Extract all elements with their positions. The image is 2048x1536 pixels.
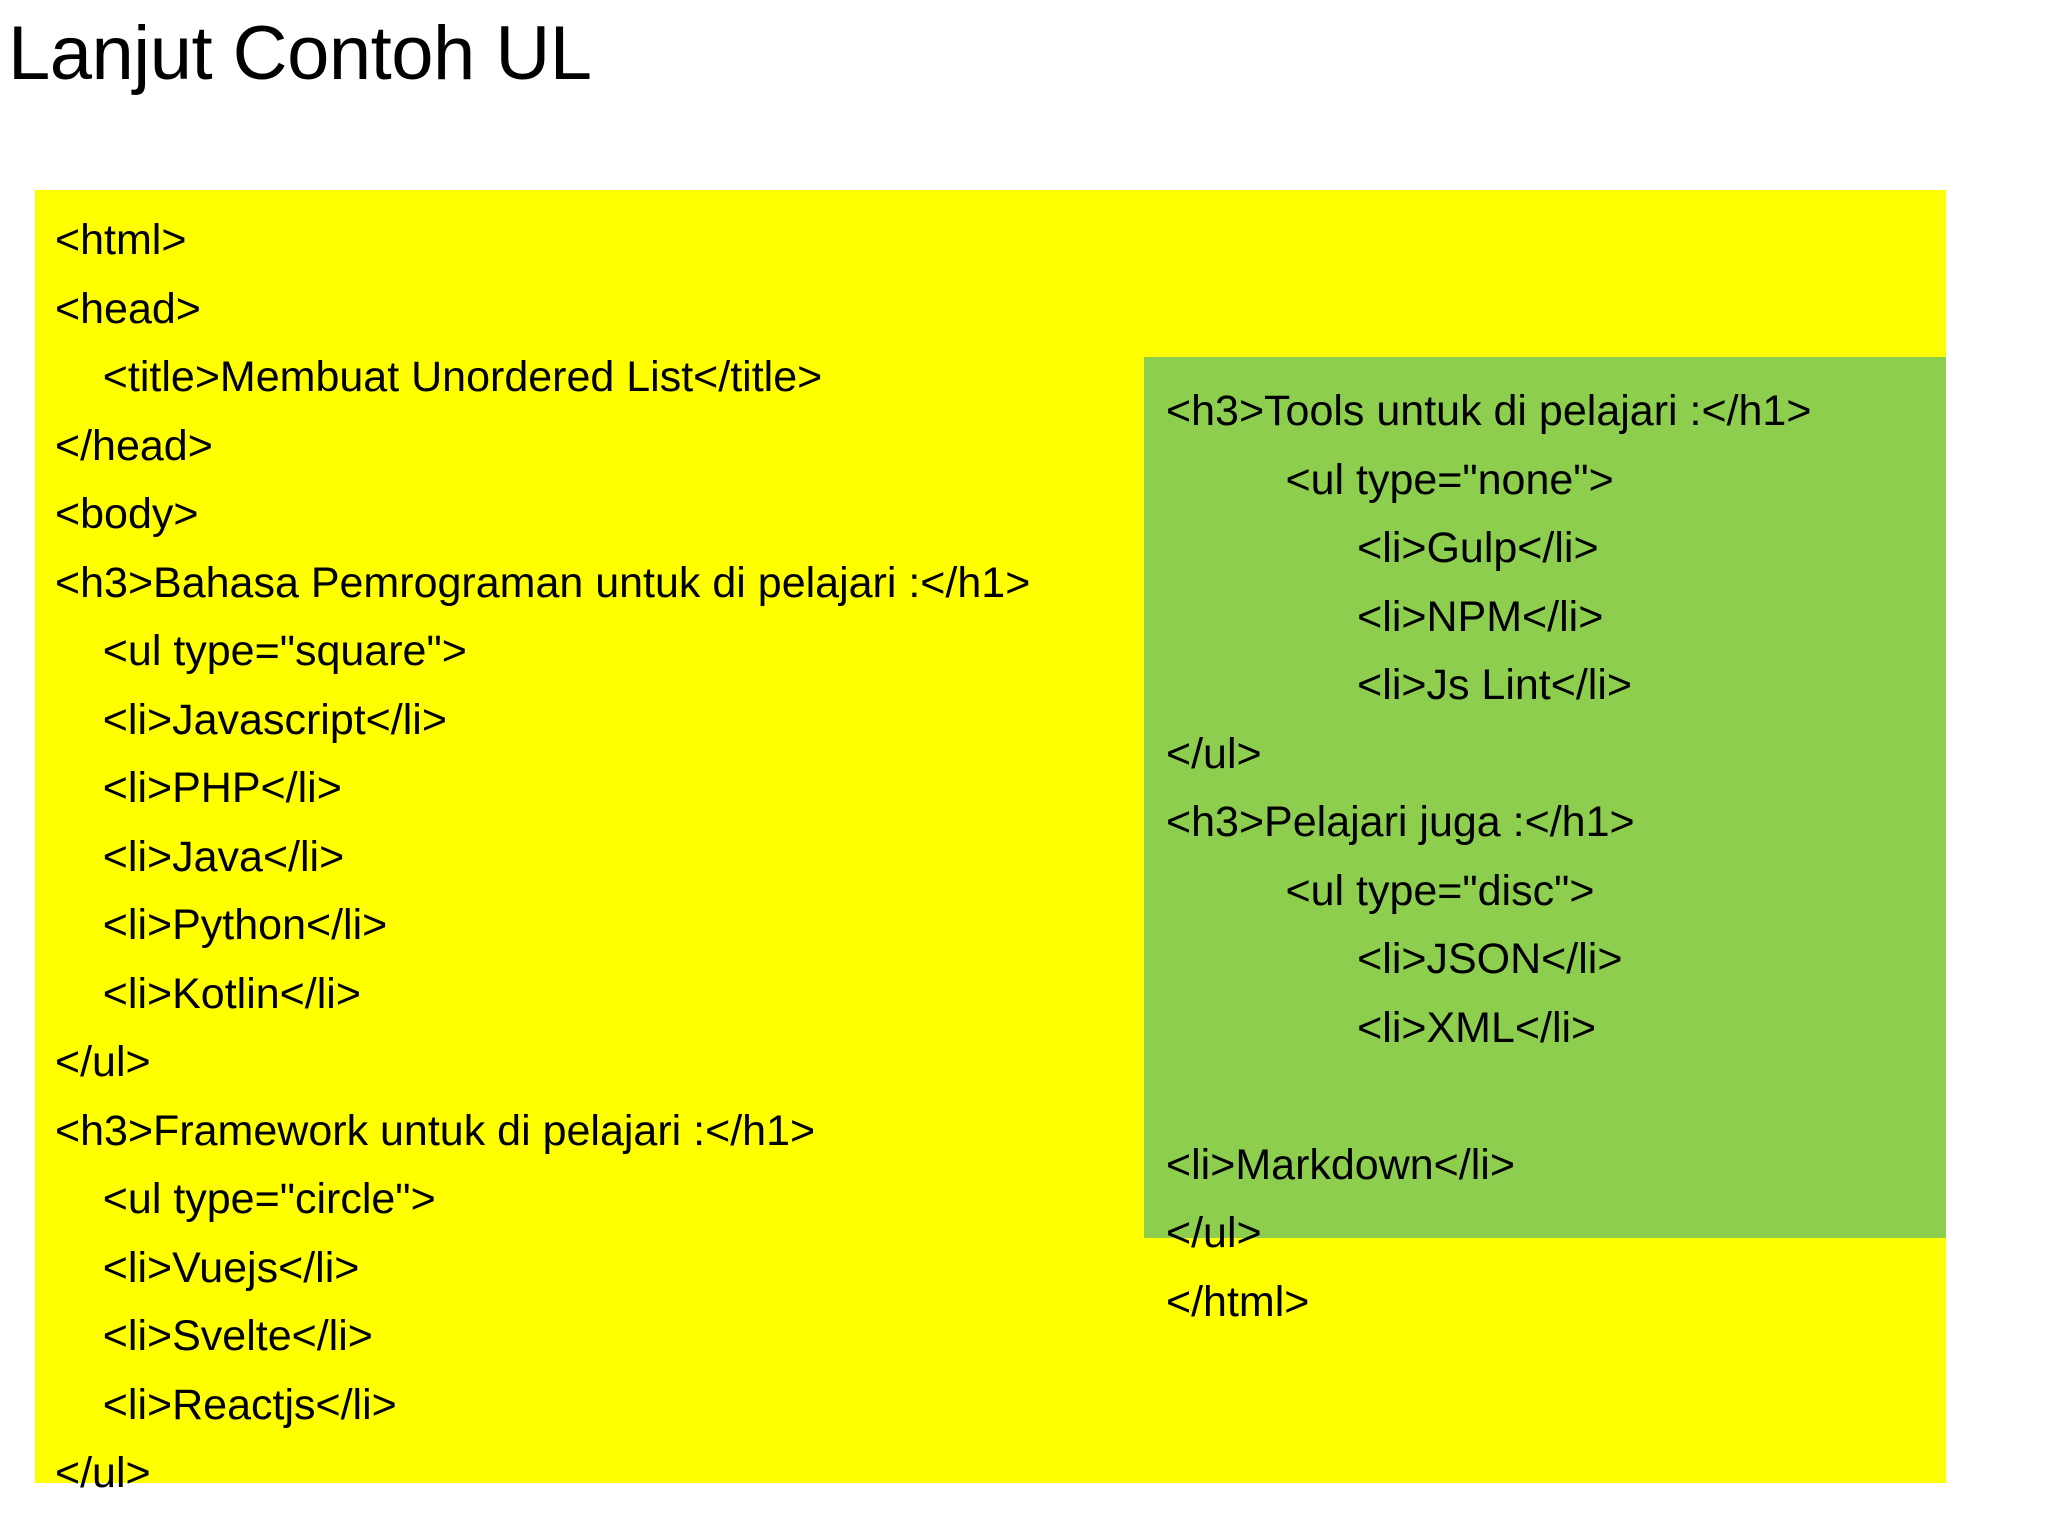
code-line: <h3>Pelajari juga :</h1> (1166, 798, 1635, 846)
code-line: <li>Markdown</li> (1166, 1140, 1515, 1189)
code-line: <ul type="none"> (1166, 455, 1614, 504)
code-line: </ul> (55, 1038, 151, 1086)
code-line: </ul> (55, 1449, 151, 1497)
code-line: <li>PHP</li> (55, 764, 342, 812)
code-line: <li>Java</li> (55, 832, 345, 881)
code-line: <ul type="square"> (55, 627, 467, 675)
code-line: <ul type="disc"> (1166, 866, 1595, 915)
code-line: <li>Gulp</li> (1166, 524, 1599, 572)
green-code-block: <h3>Tools untuk di pelajari :</h1> <ul t… (1144, 357, 1946, 1326)
code-line: <li>Vuejs</li> (55, 1243, 360, 1292)
code-line: <body> (55, 490, 199, 538)
code-line: <title>Membuat Unordered List</title> (55, 353, 823, 401)
code-line: </head> (55, 421, 213, 470)
code-line: </ul> (1166, 729, 1262, 778)
code-line: <li>Python</li> (55, 901, 388, 949)
code-line: <li>Js Lint</li> (1166, 661, 1633, 709)
code-line: <html> (55, 216, 187, 264)
code-line: </ul> (1166, 1209, 1262, 1257)
code-line: <h3>Tools untuk di pelajari :</h1> (1166, 387, 1812, 435)
code-line (1166, 1062, 1946, 1131)
code-line: <ul type="circle"> (55, 1175, 436, 1223)
code-line: <h3>Bahasa Pemrograman untuk di pelajari… (55, 558, 1031, 607)
page-title: Lanjut Contoh UL (8, 11, 592, 96)
code-line: <li>JSON</li> (1166, 935, 1623, 983)
code-line: </html> (1166, 1277, 1310, 1326)
code-line: <head> (55, 284, 201, 333)
code-line: <li>XML</li> (1166, 1003, 1597, 1052)
code-line: <li>Kotlin</li> (55, 969, 361, 1018)
code-line: <li>Javascript</li> (55, 695, 447, 744)
code-line: <li>Reactjs</li> (55, 1380, 397, 1429)
code-line: <h3>Framework untuk di pelajari :</h1> (55, 1106, 816, 1155)
code-line: <li>Svelte</li> (55, 1312, 373, 1360)
code-line: <li>NPM</li> (1166, 592, 1604, 641)
